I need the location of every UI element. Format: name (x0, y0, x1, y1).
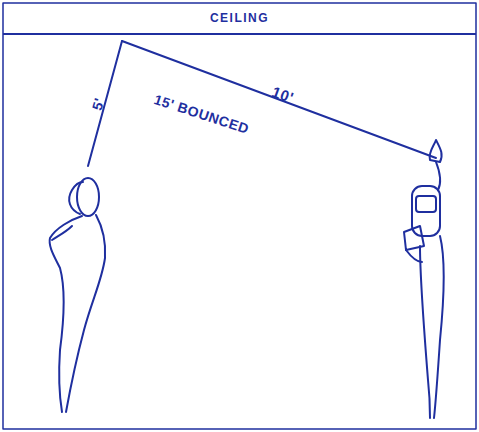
light-path (88, 41, 122, 166)
ceiling-label: CEILING (210, 11, 269, 25)
subject-head (77, 178, 99, 216)
subject-body (66, 215, 105, 412)
light-path (122, 41, 436, 158)
photographer-body (434, 236, 444, 418)
subject-body (50, 216, 82, 412)
distance-label: 5' (89, 96, 108, 112)
subject-arm (52, 226, 72, 240)
frame (3, 3, 476, 429)
subject-arm (69, 182, 83, 214)
photographer-head (412, 186, 440, 236)
camera (416, 196, 436, 212)
photographer-body (420, 246, 430, 418)
distance-label: 15' BOUNCED (152, 91, 251, 137)
ceiling-band: CEILING (3, 3, 476, 35)
distance-label: 10' (270, 83, 296, 106)
flash (430, 140, 442, 162)
photographer-arm (436, 162, 440, 190)
photographer-hand (406, 250, 422, 262)
